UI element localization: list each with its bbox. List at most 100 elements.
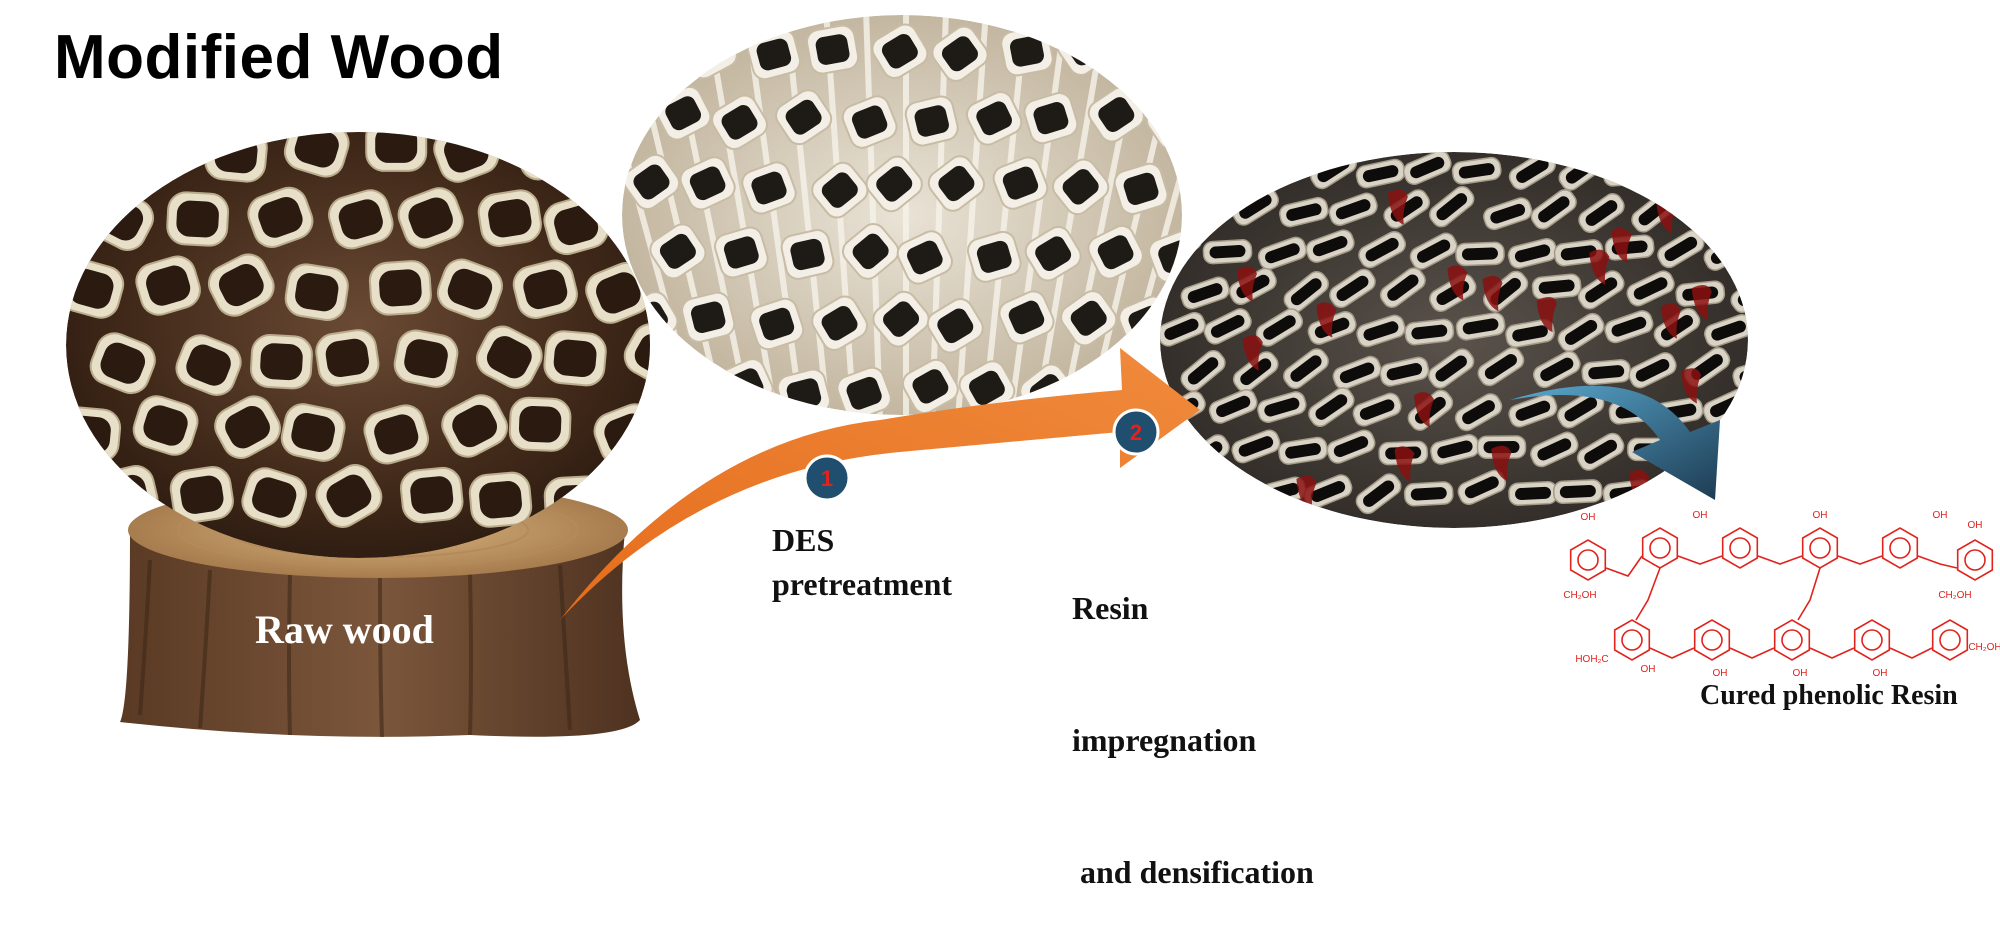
aromatic-circle bbox=[1729, 537, 1751, 559]
compressed-cell bbox=[1477, 346, 1525, 387]
aromatic-circle bbox=[1781, 629, 1803, 651]
vessel-cell bbox=[775, 89, 833, 146]
aromatic-circle bbox=[1809, 537, 1831, 559]
compressed-cell bbox=[1602, 160, 1653, 187]
vessel-cell bbox=[871, 23, 929, 80]
compressed-cell bbox=[1279, 196, 1329, 228]
raw-wood-label: Raw wood bbox=[255, 607, 434, 652]
vessel-cell bbox=[749, 297, 805, 351]
compressed-cell bbox=[1305, 229, 1355, 263]
vessel-cell bbox=[842, 223, 900, 280]
step-1-label: DES pretreatment bbox=[772, 518, 952, 606]
resin-deposit bbox=[1242, 335, 1263, 371]
vessel-cell bbox=[475, 325, 543, 389]
aromatic-circle bbox=[1649, 537, 1671, 559]
vessel-cell bbox=[1113, 162, 1169, 215]
compressed-cell bbox=[1505, 318, 1555, 348]
vessel-cell bbox=[477, 189, 542, 247]
vessel-cell bbox=[1052, 158, 1110, 216]
crosslink-bond bbox=[1797, 567, 1821, 621]
vessel-cell bbox=[1023, 92, 1079, 145]
step-1-line-1: DES bbox=[772, 522, 835, 558]
vessel-cell bbox=[865, 155, 923, 213]
chem-group-label: OH bbox=[1793, 668, 1808, 679]
benzene-ring bbox=[1721, 527, 1759, 569]
chem-group-label: CH₂OH bbox=[1968, 642, 2000, 653]
compressed-cell bbox=[1209, 152, 1256, 187]
vessel-cell bbox=[836, 366, 892, 415]
compressed-cell bbox=[1508, 394, 1558, 428]
crosslink-bond bbox=[1635, 567, 1661, 621]
vessel-cell bbox=[780, 229, 835, 280]
compressed-cell bbox=[1283, 271, 1329, 313]
vessel-cell bbox=[841, 95, 898, 149]
aromatic-circle bbox=[1889, 537, 1911, 559]
vessel-cell bbox=[365, 132, 428, 172]
vessel-cell bbox=[328, 189, 394, 250]
resin-deposit bbox=[1447, 265, 1468, 301]
compressed-cell bbox=[1483, 197, 1533, 231]
step-2-line-3: and densification bbox=[1072, 854, 1314, 890]
aromatic-circle bbox=[1701, 629, 1723, 651]
aromatic-circle bbox=[1861, 629, 1883, 651]
methylene-bridge bbox=[1757, 555, 1803, 565]
benzene-ring bbox=[1881, 527, 1919, 569]
vessel-cell bbox=[927, 155, 985, 212]
vessel-cell bbox=[543, 330, 607, 387]
vessel-cell bbox=[468, 471, 533, 528]
compressed-cell bbox=[1507, 238, 1558, 269]
vessel-cell bbox=[711, 94, 768, 151]
compressed-cell bbox=[1232, 351, 1279, 393]
vessel-cell bbox=[896, 230, 953, 285]
methylene-bridge bbox=[1649, 647, 1695, 659]
resin-deposit bbox=[1316, 302, 1337, 338]
compressed-cell bbox=[1557, 312, 1605, 352]
compressed-cell bbox=[1428, 348, 1475, 389]
chem-group-label: OH bbox=[1713, 668, 1728, 679]
methylene-bridge bbox=[1605, 555, 1643, 577]
vessel-cell bbox=[131, 132, 194, 177]
compressed-cell bbox=[1730, 272, 1748, 314]
compressed-cell bbox=[1657, 229, 1705, 269]
vessel-cell bbox=[646, 364, 704, 415]
resin-deposit bbox=[1629, 469, 1650, 506]
vessel-cell bbox=[998, 290, 1055, 345]
compressed-cell bbox=[1355, 158, 1406, 189]
compressed-cell bbox=[1180, 276, 1230, 310]
resin-deposit bbox=[1536, 297, 1557, 333]
vessel-cell bbox=[207, 253, 275, 317]
vessel-cell bbox=[214, 395, 281, 459]
vessel-cell bbox=[1119, 19, 1177, 76]
step-1-line-2: pretreatment bbox=[772, 566, 953, 602]
vessel-cell bbox=[811, 295, 868, 351]
compressed-cell bbox=[1356, 314, 1406, 348]
chem-group-label: CH₂OH bbox=[1938, 590, 1971, 601]
benzene-ring bbox=[1801, 527, 1839, 569]
vessel-cell bbox=[399, 466, 464, 524]
vessel-cell bbox=[679, 156, 736, 211]
compressed-cell bbox=[1430, 434, 1480, 465]
compressed-cell bbox=[1657, 155, 1707, 180]
vessel-cell bbox=[169, 466, 234, 524]
chem-group-label: HOH₂C bbox=[1575, 654, 1608, 665]
compressed-cell bbox=[1530, 431, 1579, 468]
vessel-cell bbox=[250, 334, 313, 390]
vessel-cell bbox=[958, 360, 1016, 415]
compressed-cell bbox=[1704, 313, 1748, 348]
methylene-bridge bbox=[1729, 647, 1775, 659]
compressed-cell bbox=[1626, 270, 1675, 307]
vessel-cell bbox=[966, 230, 1022, 283]
vessel-cell bbox=[280, 403, 346, 462]
compressed-cell bbox=[1577, 270, 1625, 310]
vessel-cell bbox=[512, 259, 578, 319]
resin-deposit bbox=[1611, 227, 1632, 264]
vessel-cell bbox=[806, 24, 860, 75]
vessel-cell bbox=[1000, 26, 1054, 77]
benzene-ring bbox=[1641, 527, 1679, 569]
compressed-cell bbox=[1532, 350, 1581, 389]
resin-deposit bbox=[1691, 284, 1712, 321]
compressed-cell bbox=[1355, 473, 1402, 515]
phenolic-resin-structure bbox=[1569, 527, 1994, 661]
